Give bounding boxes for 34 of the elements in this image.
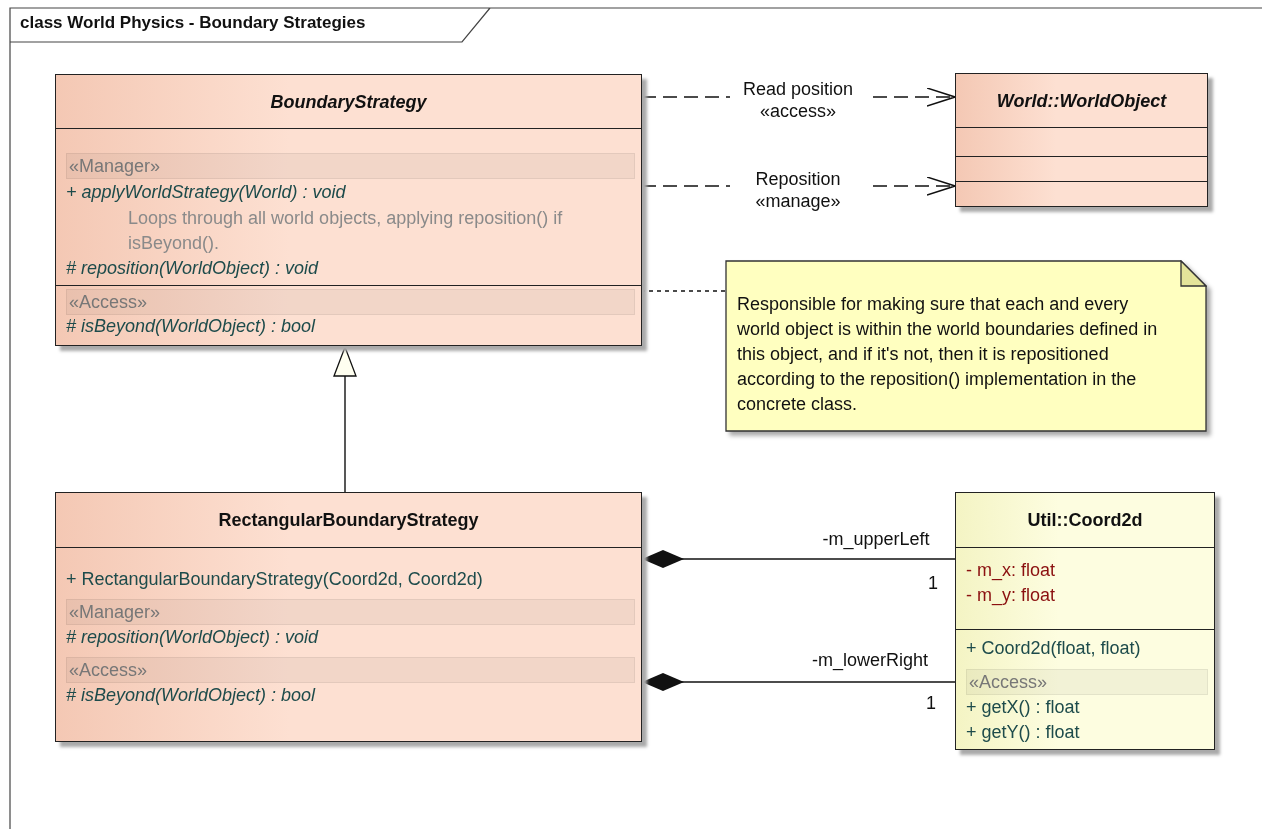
operation-text: + Coord2d(float, float): [966, 637, 1141, 660]
class-box: [955, 73, 1208, 207]
operation-text: # isBeyond(WorldObject) : bool: [66, 315, 316, 338]
operation-text: # reposition(WorldObject) : void: [66, 626, 319, 649]
class-name: Util::Coord2d: [956, 493, 1214, 548]
operation-text: + getY() : float: [966, 721, 1080, 744]
multiplicity-label: 1: [926, 692, 936, 714]
attribute-text: - m_y: float: [966, 584, 1056, 607]
stereotype-label: «Access»: [66, 657, 635, 683]
operation-text: + RectangularBoundaryStrategy(Coord2d, Coord2d): [66, 568, 483, 591]
operation-text: + getX() : float: [966, 696, 1080, 719]
note-link: [641, 290, 726, 292]
generalization-arrow: [333, 346, 357, 493]
composition-line: [641, 550, 956, 568]
operation-text: + applyWorldStrategy(World) : void: [66, 181, 346, 204]
operation-text: # reposition(WorldObject) : void: [66, 257, 319, 280]
multiplicity-label: 1: [928, 572, 938, 594]
class-box: [55, 74, 642, 346]
note-text: Responsible for making sure that each and every world object is within the world boundaries defined in this object, and if it's not, then it is repositioned according to the reposition() implementation in the concrete class.: [737, 293, 1159, 416]
stereotype-label: «Manager»: [66, 599, 635, 625]
note-box: [725, 260, 1207, 432]
class-box: [955, 492, 1215, 750]
stereotype-label: «Access»: [966, 669, 1208, 695]
attribute-text: - m_x: float: [966, 559, 1056, 582]
class-name: World::WorldObject: [956, 74, 1207, 128]
class-name: RectangularBoundaryStrategy: [56, 493, 641, 548]
diagram-title: class World Physics - Boundary Strategies: [20, 13, 366, 33]
class-name: BoundaryStrategy: [56, 75, 641, 129]
composition-line: [641, 673, 956, 691]
class-box: [55, 492, 642, 742]
stereotype-label: «Manager»: [66, 153, 635, 179]
operation-text: # isBeyond(WorldObject) : bool: [66, 684, 316, 707]
stereotype-label: «Access»: [66, 289, 635, 315]
operation-note: Loops through all world objects, applying reposition() if isBeyond().: [128, 207, 564, 255]
